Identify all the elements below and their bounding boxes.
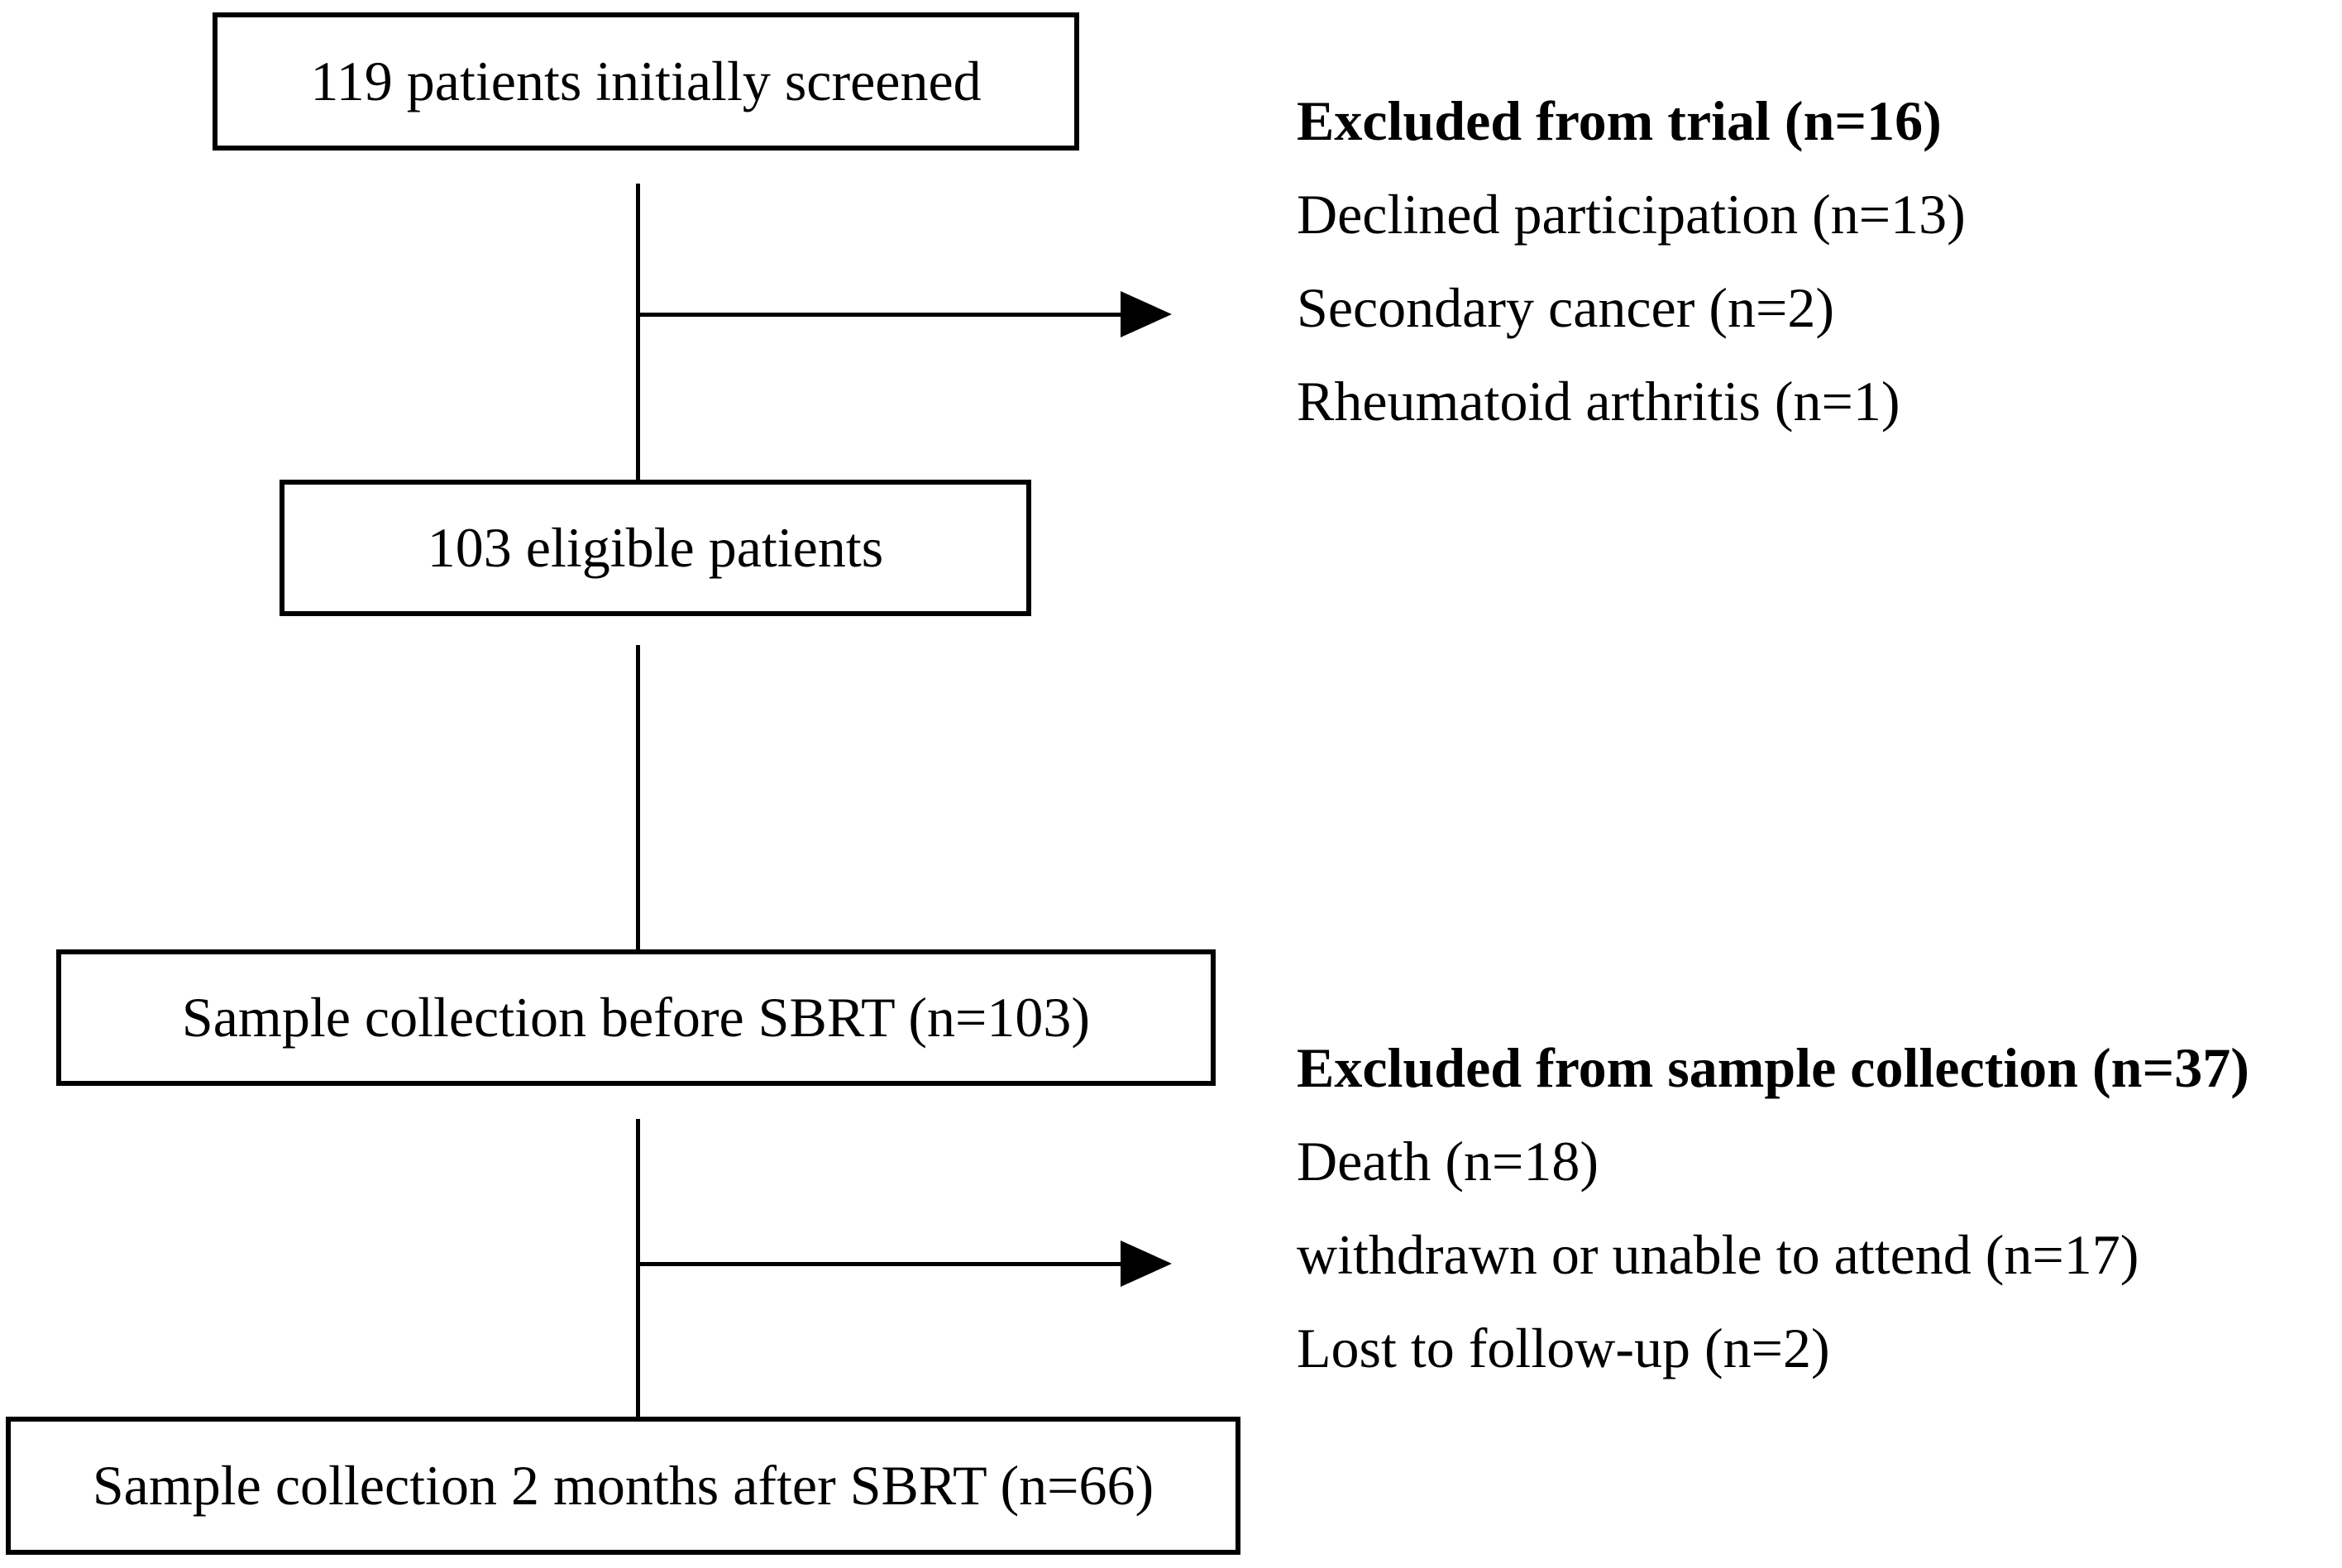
- connector-line-2: [636, 645, 640, 949]
- connector-line-1: [636, 184, 640, 480]
- flow-box-initially-screened: 119 patients initially screened: [213, 12, 1079, 151]
- flow-box-sample-after-sbrt-label: Sample collection 2 months after SBRT (n…: [92, 1454, 1154, 1517]
- excluded-from-sample-collection-item: Death (n=18): [1297, 1130, 1599, 1193]
- excluded-from-trial-title: Excluded from trial (n=16): [1297, 89, 1942, 152]
- exclusion-arrow-1-head-icon: [1121, 291, 1172, 337]
- flow-box-sample-before-sbrt: Sample collection before SBRT (n=103): [56, 949, 1216, 1086]
- excluded-from-trial-item: Rheumatoid arthritis (n=1): [1297, 370, 1900, 433]
- flow-box-eligible-patients: 103 eligible patients: [280, 480, 1031, 616]
- flow-box-initially-screened-label: 119 patients initially screened: [310, 50, 982, 112]
- excluded-from-trial-item: Secondary cancer (n=2): [1297, 276, 1835, 339]
- exclusion-arrow-1-shaft: [638, 313, 1122, 317]
- excluded-from-sample-collection-title: Excluded from sample collection (n=37): [1297, 1036, 2249, 1099]
- excluded-from-sample-collection-item: Lost to follow-up (n=2): [1297, 1317, 1830, 1379]
- flow-box-sample-before-sbrt-label: Sample collection before SBRT (n=103): [181, 986, 1091, 1049]
- flow-box-eligible-patients-label: 103 eligible patients: [427, 516, 884, 579]
- exclusion-arrow-2-head-icon: [1121, 1241, 1172, 1287]
- excluded-from-sample-collection-item: withdrawn or unable to attend (n=17): [1297, 1223, 2139, 1286]
- excluded-from-trial-block: Excluded from trial (n=16) Declined part…: [1297, 74, 1966, 448]
- exclusion-arrow-2-shaft: [638, 1262, 1122, 1266]
- excluded-from-trial-item: Declined participation (n=13): [1297, 183, 1966, 246]
- flow-box-sample-after-sbrt: Sample collection 2 months after SBRT (n…: [6, 1417, 1240, 1555]
- connector-line-3: [636, 1119, 640, 1417]
- excluded-from-sample-collection-block: Excluded from sample collection (n=37) D…: [1297, 1021, 2249, 1395]
